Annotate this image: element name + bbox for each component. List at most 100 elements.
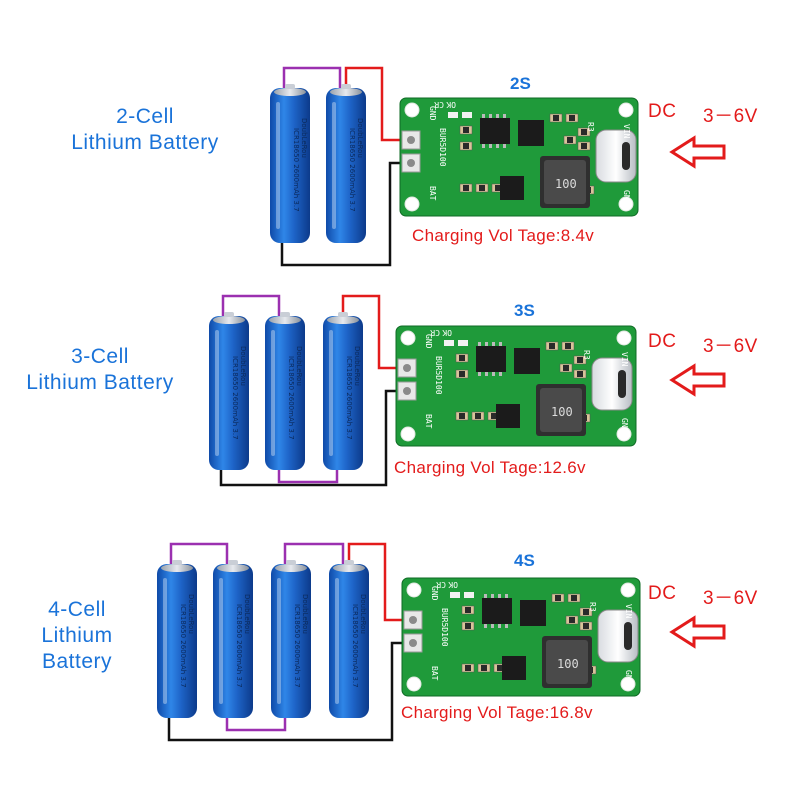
led bbox=[462, 112, 472, 118]
mosfet bbox=[496, 404, 520, 428]
battery-terminal bbox=[217, 564, 249, 572]
bat-pad-hole bbox=[403, 387, 411, 395]
battery-nub bbox=[286, 560, 296, 565]
usb-c-opening bbox=[624, 622, 632, 650]
ic-chip bbox=[518, 120, 544, 146]
ic-pin bbox=[489, 144, 492, 148]
pcb-label-vin: VIN bbox=[622, 124, 631, 139]
battery-brand: DoubLeRou bbox=[300, 118, 308, 158]
led bbox=[464, 592, 474, 598]
smd-part-top bbox=[475, 413, 481, 419]
dc-range-4s: 3－6V bbox=[703, 588, 758, 609]
inductor-face bbox=[540, 388, 582, 432]
bat-pad-hole bbox=[407, 159, 415, 167]
mounting-hole bbox=[618, 196, 634, 212]
battery-print: ICR18650 2600mAh 3.7 bbox=[345, 356, 353, 440]
battery-highlight bbox=[335, 578, 339, 704]
pcb-label-r3: R3 bbox=[586, 122, 595, 132]
dc-range-3s: 3－6V bbox=[703, 336, 758, 357]
ic-pin bbox=[498, 624, 501, 628]
battery-brand: DoubLeRou bbox=[187, 594, 195, 634]
battery-print: ICR18650 2600mAh 3.7 bbox=[292, 128, 300, 212]
battery-body bbox=[270, 88, 310, 243]
cell-label-line: Lithium bbox=[41, 624, 113, 647]
ic-chip bbox=[482, 598, 512, 624]
smd-part-top bbox=[465, 665, 471, 671]
pcb-label-gnd: GND bbox=[424, 334, 433, 349]
cell-label-4s: 4-Cell Lithium Battery bbox=[22, 597, 132, 675]
battery-nub bbox=[228, 560, 238, 565]
ic-pin bbox=[503, 144, 506, 148]
battery-highlight bbox=[271, 330, 275, 456]
pcb-label-ok: OK bbox=[448, 580, 458, 589]
negative-wire bbox=[280, 161, 404, 267]
battery-highlight bbox=[332, 102, 336, 229]
battery-terminal bbox=[333, 564, 365, 572]
pcb-label-chip: BUR5D100 bbox=[440, 608, 449, 647]
battery-print: ICR18650 2600mAh 3.7 bbox=[235, 604, 243, 688]
battery-print: ICR18650 2600mAh 3.7 bbox=[231, 356, 239, 440]
cell-label-line: 2-Cell bbox=[116, 105, 174, 128]
pcb-label-bat: BAT bbox=[430, 666, 439, 681]
battery-highlight bbox=[329, 330, 333, 456]
inductor-face bbox=[546, 640, 588, 684]
battery-print: ICR18650 2600mAh 3.7 bbox=[348, 128, 356, 212]
series-link-wire bbox=[282, 66, 342, 88]
ic-pin bbox=[499, 342, 502, 346]
ic-pin bbox=[496, 114, 499, 118]
pcb-label-gnd-right: GND bbox=[624, 670, 633, 685]
mounting-hole bbox=[618, 102, 634, 118]
smd-part-top bbox=[459, 371, 465, 377]
arrow-shape bbox=[669, 363, 726, 397]
negative-wire bbox=[167, 641, 406, 742]
smd-part-top bbox=[583, 623, 589, 629]
smd-part-top bbox=[553, 115, 559, 121]
charging-voltage-4s: Charging Vol Tage:16.8v bbox=[401, 703, 593, 722]
dc-label-2s: DC bbox=[648, 101, 677, 122]
battery-terminal bbox=[330, 88, 362, 96]
smd-part-top bbox=[459, 413, 465, 419]
pcb-label-gnd: GND bbox=[430, 586, 439, 601]
ic-pin bbox=[482, 144, 485, 148]
ic-pin bbox=[484, 624, 487, 628]
battery-body bbox=[265, 316, 305, 470]
battery-print: ICR18650 2600mAh 3.7 bbox=[293, 604, 301, 688]
charging-voltage-3s: Charging Vol Tage:12.6v bbox=[394, 458, 586, 477]
ic-chip bbox=[520, 600, 546, 626]
battery-print: ICR18650 2600mAh 3.7 bbox=[287, 356, 295, 440]
smd-part-top bbox=[481, 665, 487, 671]
series-link-wire bbox=[221, 294, 281, 316]
battery-terminal bbox=[161, 564, 193, 572]
battery-body bbox=[271, 564, 311, 718]
cell-label-line: Battery bbox=[41, 650, 113, 673]
battery-highlight bbox=[163, 578, 167, 704]
positive-wire bbox=[344, 66, 404, 142]
ic-chip bbox=[514, 348, 540, 374]
smd-part-top bbox=[567, 137, 573, 143]
inductor-label: 100 bbox=[551, 405, 573, 419]
ic-pin bbox=[478, 372, 481, 376]
battery-brand: DoubLeRou bbox=[301, 594, 309, 634]
cell-label-3s: 3-Cell Lithium Battery bbox=[0, 344, 200, 396]
pcb-label-cr: CR bbox=[436, 580, 446, 589]
ic-pin bbox=[489, 114, 492, 118]
pcb-label-bat: BAT bbox=[424, 414, 433, 429]
ic-pin bbox=[496, 144, 499, 148]
battery-highlight bbox=[215, 330, 219, 456]
smd-part-top bbox=[459, 355, 465, 361]
battery-nub bbox=[338, 312, 348, 317]
battery-brand: DoubLeRou bbox=[239, 346, 247, 386]
ic-pin bbox=[485, 372, 488, 376]
bat-pad-hole bbox=[409, 616, 417, 624]
battery-body bbox=[323, 316, 363, 470]
ic-pin bbox=[505, 594, 508, 598]
battery-terminal bbox=[274, 88, 306, 96]
battery-body bbox=[209, 316, 249, 470]
pcb-label-gnd: GND bbox=[428, 106, 437, 121]
input-arrow bbox=[669, 615, 726, 649]
